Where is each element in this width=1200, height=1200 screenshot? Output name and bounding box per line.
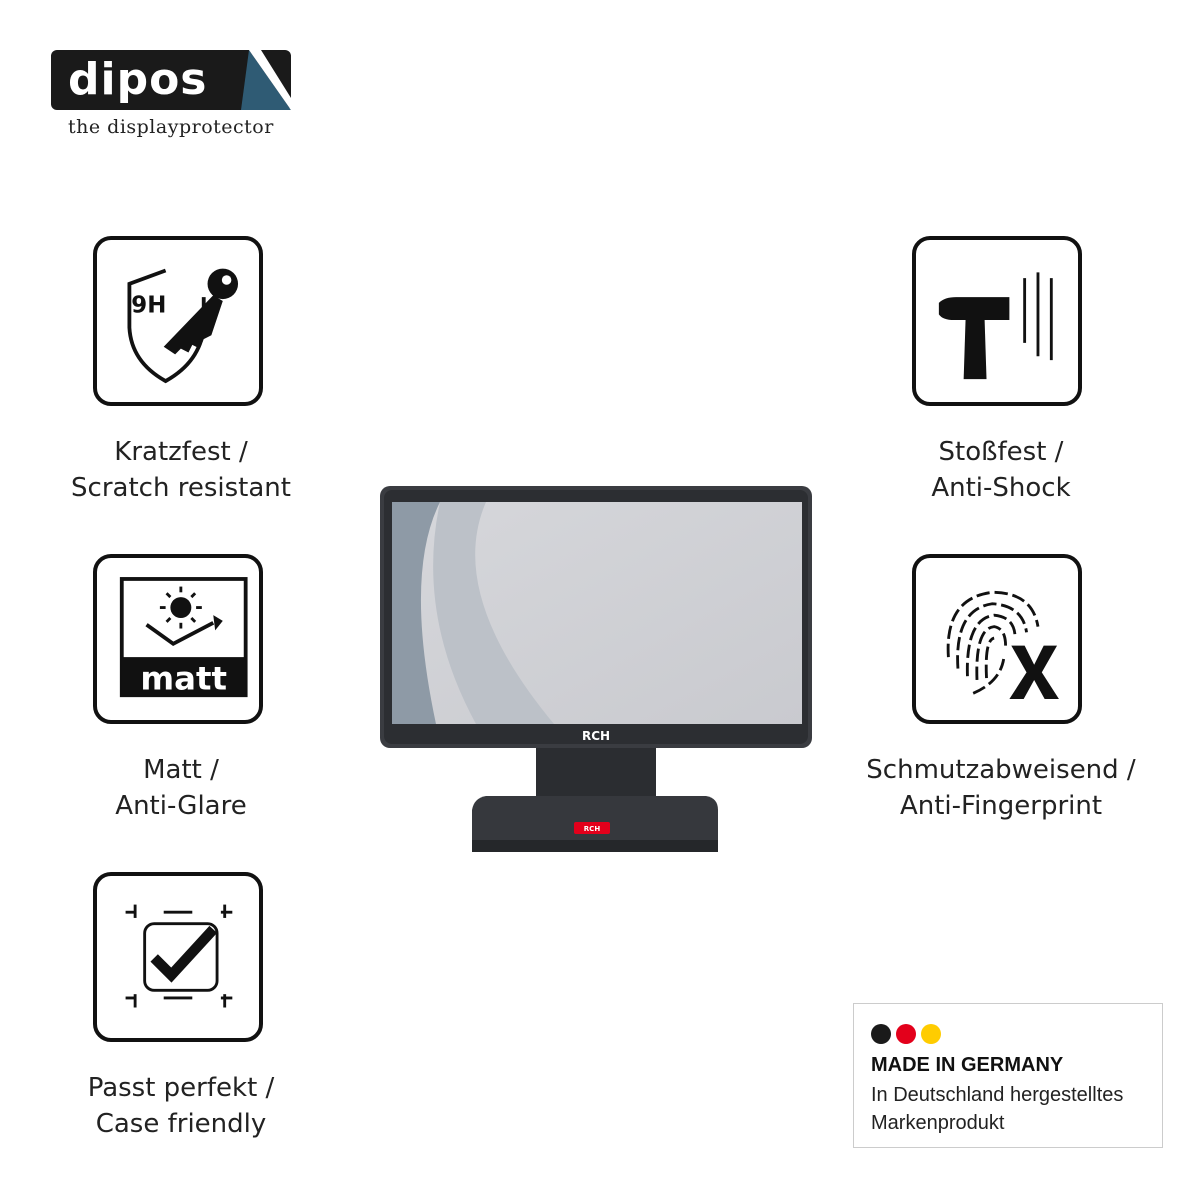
caption-line-1: Kratzfest / — [114, 437, 248, 467]
caption-line-2: Anti-Shock — [931, 473, 1071, 503]
hammer-icon — [938, 272, 1053, 380]
caption-line-2: Anti-Fingerprint — [899, 791, 1103, 821]
caption-line-1: Matt / — [143, 755, 219, 785]
feature-caption-matt: Matt / Anti-Glare — [0, 752, 391, 824]
shield-badge-text: 9H — [131, 292, 166, 318]
monitor-brand-text: RCH — [582, 729, 610, 743]
logo-wordmark: dipos — [68, 54, 208, 105]
checkmark-fit-icon — [125, 904, 233, 1008]
caption-line-1: Stoßfest / — [938, 437, 1064, 467]
feature-tile-fingerprint — [912, 554, 1082, 724]
base-logo-badge — [574, 822, 610, 834]
matt-badge-text: matt — [140, 660, 227, 698]
made-in-subtitle: In Deutschland hergestelltes Markenprodu… — [871, 1084, 1124, 1134]
feature-tile-scratch: 9H — [93, 236, 263, 406]
flag-dot-black — [871, 1024, 891, 1044]
caption-line-2: Scratch resistant — [71, 473, 291, 503]
feature-caption-fit: Passt perfekt / Case friendly — [0, 1070, 391, 1142]
flag-dot-red — [896, 1024, 916, 1044]
feature-tile-fit — [93, 872, 263, 1042]
made-in-title: MADE IN GERMANY — [871, 1054, 1064, 1076]
feature-caption-fingerprint: Schmutzabweisend / Anti-Fingerprint — [791, 752, 1200, 824]
caption-line-2: Case friendly — [95, 1109, 267, 1139]
feature-tile-shock — [912, 236, 1082, 406]
logo-fold-icon — [241, 50, 291, 110]
monitor-illustration: RCH RCH — [380, 486, 812, 852]
feature-tile-matt: matt — [93, 554, 263, 724]
logo-tagline: the displayprotector — [68, 116, 274, 138]
feature-caption-shock: Stoßfest / Anti-Shock — [791, 434, 1200, 506]
made-in-germany-badge: MADE IN GERMANY In Deutschland hergestel… — [853, 1003, 1163, 1148]
caption-line-2: Anti-Glare — [115, 791, 247, 821]
logo-badge — [51, 50, 291, 110]
shield-key-icon: 9H — [127, 268, 239, 384]
flag-dot-gold — [921, 1024, 941, 1044]
pos-monitor-image: RCH RCH — [376, 484, 816, 864]
caption-line-1: Schmutzabweisend / — [866, 755, 1136, 785]
caption-line-1: Passt perfekt / — [87, 1073, 275, 1103]
sun-matt-icon: matt — [119, 577, 248, 698]
fingerprint-x-icon — [946, 590, 1059, 700]
feature-caption-scratch: Kratzfest / Scratch resistant — [0, 434, 391, 506]
base-logo-text: RCH — [584, 825, 601, 833]
